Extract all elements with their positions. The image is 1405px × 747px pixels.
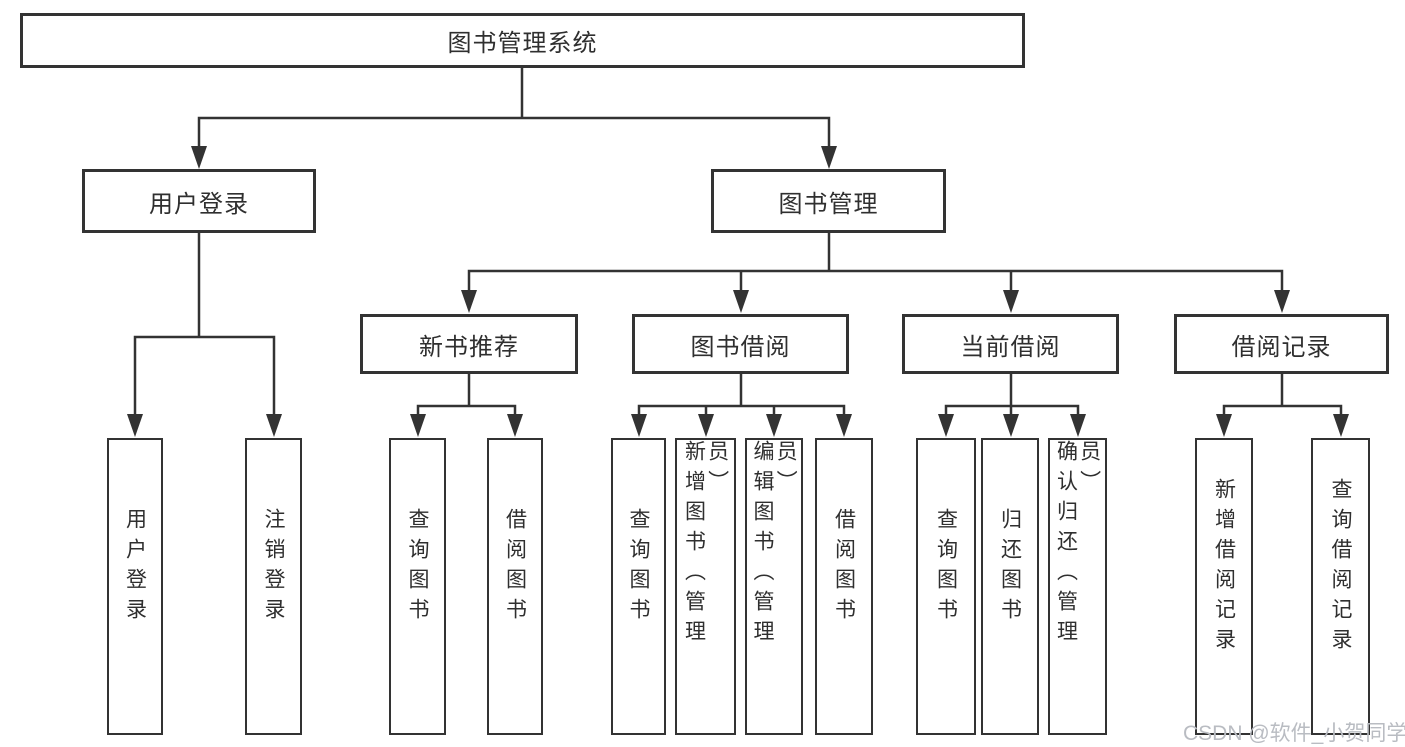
arrowhead (507, 414, 523, 437)
connector-book-management-children (461, 231, 1290, 313)
leaf-query-books-current: 查询图书 (916, 438, 976, 735)
node-user-login: 用户登录 (82, 169, 316, 233)
node-new-book-recommend-label: 新书推荐 (419, 333, 519, 361)
arrowhead (1333, 414, 1349, 437)
arrowhead (1070, 414, 1086, 437)
leaf-add-books-admin: 新增图书（管理员） (675, 438, 736, 735)
leaf-query-borrow-record: 查询借阅记录 (1311, 438, 1370, 735)
leaf-label: 归还图书 (998, 507, 1022, 628)
leaf-label: 查询图书 (627, 507, 651, 628)
leaf-label: 编辑图书（管理员） (751, 440, 798, 650)
leaf-label: 借阅图书 (832, 507, 856, 628)
leaf-label: 查询图书 (406, 507, 430, 628)
leaf-return-books: 归还图书 (981, 438, 1039, 735)
leaf-label: 新增借阅记录 (1212, 477, 1236, 658)
node-root: 图书管理系统 (20, 13, 1025, 68)
node-book-borrowing-label: 图书借阅 (690, 333, 791, 361)
csdn-watermark: CSDN @软件_小贺同学 (1183, 722, 1405, 745)
arrowhead (1003, 414, 1019, 437)
leaf-query-books-borrowing: 查询图书 (611, 438, 666, 735)
node-book-management: 图书管理 (711, 169, 946, 233)
arrowhead (698, 414, 714, 437)
leaf-label: 查询图书 (934, 507, 958, 628)
arrowhead (1216, 414, 1232, 437)
node-current-borrowing: 当前借阅 (902, 314, 1119, 374)
node-user-login-label: 用户登录 (149, 190, 249, 218)
node-book-borrowing: 图书借阅 (632, 314, 849, 374)
arrowhead (821, 146, 837, 169)
arrowhead (766, 414, 782, 437)
arrowhead (733, 290, 749, 313)
connector-borrow-records-children (1216, 372, 1349, 437)
connector-root-to-level2 (191, 66, 837, 169)
connector-current-borrowing-children (938, 372, 1086, 437)
connector-book-borrowing-children (631, 372, 852, 437)
leaf-label: 确认归还（管理员） (1054, 440, 1101, 650)
leaf-borrow-books: 借阅图书 (815, 438, 873, 735)
leaf-query-books-recommend: 查询图书 (389, 438, 446, 735)
connector-user-login-children (127, 231, 282, 437)
leaf-label: 注销登录 (262, 507, 286, 628)
arrowhead (836, 414, 852, 437)
node-current-borrowing-label: 当前借阅 (960, 333, 1061, 361)
leaf-borrow-books-recommend: 借阅图书 (487, 438, 543, 735)
leaf-logout: 注销登录 (245, 438, 302, 735)
leaf-edit-books-admin: 编辑图书（管理员） (745, 438, 803, 735)
arrowhead (1274, 290, 1290, 313)
leaf-label: 用户登录 (123, 507, 147, 628)
node-root-label: 图书管理系统 (447, 30, 598, 57)
leaf-add-borrow-record: 新增借阅记录 (1195, 438, 1253, 735)
arrowhead (631, 414, 647, 437)
arrowhead (1003, 290, 1019, 313)
node-new-book-recommend: 新书推荐 (360, 314, 578, 374)
connector-new-book-recommend-children (410, 372, 523, 437)
leaf-label: 查询借阅记录 (1329, 477, 1353, 658)
leaf-user-login: 用户登录 (107, 438, 163, 735)
arrowhead (191, 146, 207, 169)
node-borrow-records-label: 借阅记录 (1231, 333, 1332, 361)
leaf-label: 新增图书（管理员） (682, 440, 729, 650)
arrowhead (461, 290, 477, 313)
arrowhead (938, 414, 954, 437)
node-borrow-records: 借阅记录 (1174, 314, 1389, 374)
leaf-label: 借阅图书 (503, 507, 527, 628)
node-book-management-label: 图书管理 (778, 190, 879, 218)
arrowhead (266, 414, 282, 437)
arrowhead (410, 414, 426, 437)
leaf-confirm-return-admin: 确认归还（管理员） (1048, 438, 1107, 735)
arrowhead (127, 414, 143, 437)
